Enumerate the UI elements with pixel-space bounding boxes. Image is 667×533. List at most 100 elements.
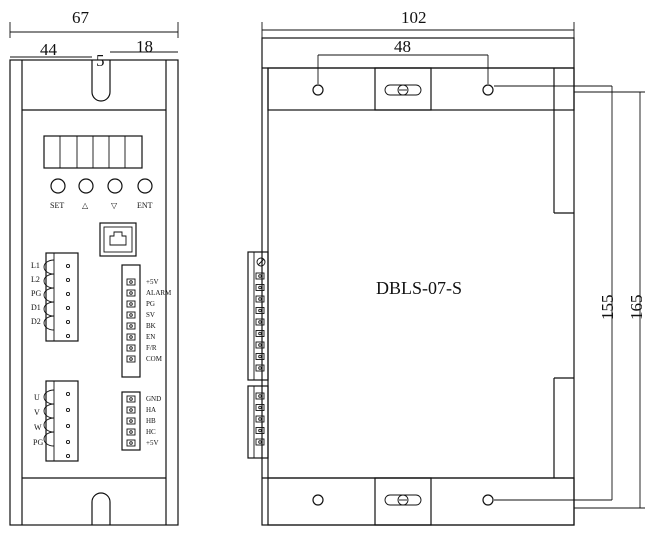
signal-label-alarm: ALARM	[146, 289, 172, 297]
signal-pin-screw	[129, 357, 133, 361]
hall-label-5v: +5V	[146, 439, 159, 447]
signal-pin-screw	[129, 335, 133, 339]
down-button[interactable]	[107, 178, 123, 194]
motor-label-pg: PG	[33, 438, 43, 447]
signal-label-com: COM	[146, 355, 163, 363]
side-signal-pin	[255, 341, 265, 349]
hall-pin	[126, 406, 136, 414]
hall-label-ha: HA	[146, 406, 156, 414]
hall-pin-screw	[129, 397, 133, 401]
dim-inner-height: 155	[598, 295, 617, 321]
front-view: 67 44 5 18 SET △ ▽ ENT	[9, 8, 179, 526]
signal-label-fr: F/R	[146, 344, 157, 352]
side-signal-pin-screw	[258, 274, 262, 278]
side-signal-pin	[255, 318, 265, 326]
signal-pin-screw	[129, 346, 133, 350]
down-button-label: ▽	[111, 201, 118, 210]
up-button[interactable]	[78, 178, 94, 194]
rj45-port	[99, 222, 137, 257]
hall-pin	[126, 439, 136, 447]
power-label-l2: L2	[31, 275, 40, 284]
side-hall-pin	[255, 438, 265, 446]
power-connector: L1 L2 PG D1 D2	[31, 252, 79, 342]
hall-pin-screw	[129, 430, 133, 434]
side-signal-pin-screw	[258, 354, 262, 359]
dim-left-offset: 44	[40, 40, 58, 59]
side-hall-connector	[247, 385, 269, 459]
dim-total-width-right: 102	[401, 8, 427, 27]
hall-pin	[126, 417, 136, 425]
ent-button-label: ENT	[137, 201, 153, 210]
side-hall-pin-screw	[258, 394, 262, 398]
side-signal-pin-screw	[258, 366, 262, 370]
dim-total-width-left: 67	[72, 8, 90, 27]
signal-pin-screw	[129, 280, 133, 284]
dim-right-offset: 18	[136, 37, 153, 56]
side-hall-pin-screw	[258, 440, 262, 444]
hall-pin-screw	[129, 419, 133, 423]
side-signal-pin	[255, 272, 265, 280]
hall-label-gnd: GND	[146, 395, 161, 403]
bottom-left-hole	[312, 494, 324, 506]
side-hall-pin-screw	[258, 428, 262, 433]
dim-hole-spacing: 48	[394, 37, 411, 56]
signal-connector: +5V ALARM PG SV BK EN F/R COM	[121, 264, 172, 378]
signal-pin	[126, 322, 136, 330]
signal-pin-screw	[129, 324, 133, 328]
power-label-d2: D2	[31, 317, 41, 326]
side-signal-pin-screw	[258, 320, 262, 324]
signal-label-5v: +5V	[146, 278, 159, 286]
side-signal-pin-screw	[258, 285, 262, 290]
power-label-pg: PG	[31, 289, 41, 298]
side-hall-pin	[255, 427, 265, 434]
signal-label-bk: BK	[146, 322, 156, 330]
side-signal-pin-screw	[258, 343, 262, 347]
signal-pin	[126, 344, 136, 352]
hall-pin	[126, 428, 136, 436]
side-hall-pin	[255, 392, 265, 400]
set-button-label: SET	[50, 201, 64, 210]
side-signal-pin	[255, 364, 265, 372]
side-signal-pin	[255, 307, 265, 314]
signal-pin-screw	[129, 302, 133, 306]
motor-connector: U V W PG	[33, 380, 79, 462]
side-signal-pin	[255, 330, 265, 337]
signal-pin	[126, 355, 136, 363]
top-left-hole	[312, 84, 324, 96]
signal-label-sv: SV	[146, 311, 155, 319]
hall-label-hb: HB	[146, 417, 156, 425]
signal-pin	[126, 333, 136, 341]
side-signal-pin-screw	[258, 297, 262, 301]
dim-total-height: 165	[627, 295, 646, 321]
motor-label-u: U	[34, 393, 40, 402]
signal-label-pg: PG	[146, 300, 155, 308]
signal-pin	[126, 311, 136, 319]
bottom-right-hole	[482, 494, 494, 506]
signal-pin-screw	[129, 313, 133, 317]
ent-button[interactable]	[137, 178, 153, 194]
motor-label-w: W	[34, 423, 42, 432]
side-signal-pin-screw	[258, 331, 262, 336]
side-hall-pin-screw	[258, 417, 262, 421]
set-button[interactable]	[50, 178, 66, 194]
side-signal-connector	[247, 251, 269, 381]
hall-connector: GND HA HB HC +5V	[121, 391, 161, 451]
hall-pin	[126, 395, 136, 403]
side-signal-pin	[255, 295, 265, 303]
motor-label-v: V	[34, 408, 40, 417]
up-button-label: △	[82, 201, 89, 210]
top-right-hole	[482, 84, 494, 96]
power-label-d1: D1	[31, 303, 41, 312]
side-signal-pin	[255, 353, 265, 360]
power-label-l1: L1	[31, 261, 40, 270]
side-hall-pin	[255, 415, 265, 423]
signal-pin	[126, 278, 136, 286]
signal-pin	[126, 289, 136, 297]
signal-pin-screw	[129, 291, 133, 295]
hall-label-hc: HC	[146, 428, 156, 436]
hall-pin-screw	[129, 408, 133, 412]
side-hall-pin-screw	[258, 405, 262, 410]
hall-pin-screw	[129, 441, 133, 445]
side-view: 102 48	[247, 8, 646, 526]
